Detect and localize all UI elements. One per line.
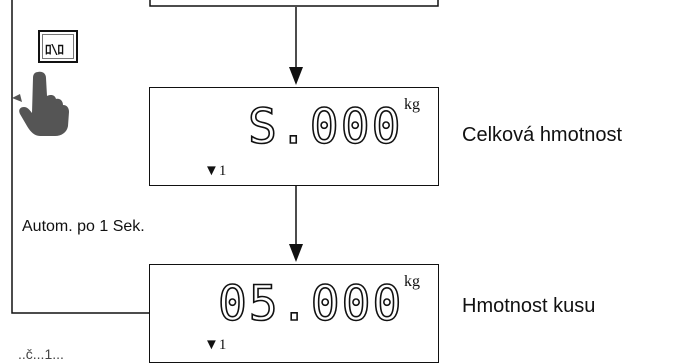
- caption-total-weight: Celková hmotnost: [462, 124, 623, 146]
- loop-line: [11, 0, 150, 314]
- display-digits: S.000: [247, 98, 403, 156]
- caption-piece-weight: Hmotnost kusu: [462, 295, 596, 317]
- display-digits: 05.000: [217, 275, 404, 333]
- arrow-head-1: [289, 67, 303, 85]
- arrow-head-2: [289, 244, 303, 262]
- unit-label: kg: [404, 273, 420, 290]
- finger-press-icon: [12, 71, 69, 136]
- unit-label: kg: [404, 96, 420, 113]
- key-button-label: ﾛ\ﾛ: [45, 43, 64, 58]
- marker-indicator: ▼1: [204, 163, 227, 179]
- lcd-display-piece: 05.000 kg ▼1: [149, 264, 439, 363]
- lcd-display-total: S.000 kg ▼1: [149, 87, 439, 186]
- top-display-fragment: [149, 0, 439, 7]
- marker-indicator: ▼1: [204, 337, 227, 353]
- auto-note: Autom. po 1 Sek.: [22, 218, 145, 235]
- bottom-partial-note: ..č...1...: [18, 346, 64, 362]
- key-button: ﾛ\ﾛ: [38, 30, 78, 63]
